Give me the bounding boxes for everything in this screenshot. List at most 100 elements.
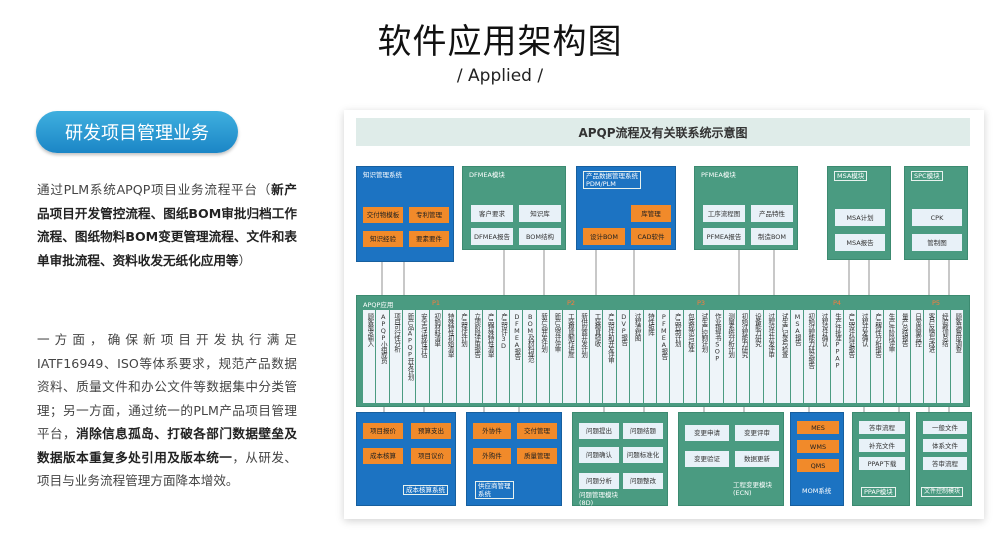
process-column: 工装模具验收 xyxy=(590,310,603,403)
module-chip: 变更申请 xyxy=(685,425,729,441)
module-chip: 答审流程 xyxy=(923,457,967,470)
process-column: 安全与法规性评估 xyxy=(416,310,429,403)
module-chip: 问题结题 xyxy=(623,423,663,439)
problem-8d-module: 问题提出 问题结题 问题确认 问题标准化 问题管理模块 (8D) 问题整改 问题… xyxy=(572,412,668,507)
module-title: 产品数据管理系统 PDM/PLM xyxy=(583,171,641,189)
msa-module: MSA模块 MSA计划 MSA报告 xyxy=(827,166,891,260)
process-column: 工装模具制作进度 xyxy=(563,310,576,403)
process-column-label: 过程开发确认 xyxy=(860,313,869,346)
process-column-label: 特殊特性初始清单 xyxy=(446,313,455,357)
process-column: 特殊特性初始清单 xyxy=(443,310,456,403)
process-column-label: 初始过程能力研究报告 xyxy=(806,313,815,368)
apqp-diagram: APQP流程及有关联系统示意图 知识管理系统 交付物模板 专利管理 知识经验 要… xyxy=(344,110,984,519)
page-title: 软件应用架构图 xyxy=(377,22,623,62)
process-column-label: 过程设计确认 xyxy=(820,313,829,346)
module-chip: 专利管理 xyxy=(409,207,449,223)
module-chip: 变更验证 xyxy=(685,451,729,467)
process-column: 新产品开发计划 xyxy=(536,310,550,403)
process-column: 产品设计和开发评审 xyxy=(603,310,616,403)
process-column-label: 特性矩阵 xyxy=(646,313,655,335)
process-column-label: 量产总结报告 xyxy=(900,313,909,346)
process-column-label: 初始材料清单 xyxy=(432,313,441,346)
phase-label: P4 xyxy=(833,299,842,307)
supplier-module: 外协件 交付管理 外购件 质量管理 供应商管理 系统 xyxy=(466,412,562,506)
module-chip: WMS xyxy=(797,440,839,453)
module-chip: 补充文件 xyxy=(859,439,905,452)
process-column: 量产总结报告 xyxy=(897,310,910,403)
process-column: DFMEA报告 xyxy=(509,310,523,403)
module-chip: 问题提出 xyxy=(579,423,619,439)
process-column-label: 日常质量监控 xyxy=(913,313,922,346)
module-chip: 要素要件 xyxy=(409,231,449,247)
process-column-label: 产品设计和开发评审 xyxy=(606,313,615,363)
module-chip: 项目报价 xyxy=(363,423,403,439)
process-column-label: 工装模具制作进度 xyxy=(566,313,575,357)
module-chip: 问题分析 xyxy=(579,473,619,489)
document-control-module: 一般文件 体系文件 答审流程 文件控制模块 xyxy=(916,412,972,506)
process-column-label: MSA报告 xyxy=(793,313,802,345)
process-column: 新产品APQP开发计划 xyxy=(403,310,416,403)
module-foot: MOM系统 xyxy=(802,487,832,495)
module-chip: 问题确认 xyxy=(579,447,619,463)
module-chip: BOM结构 xyxy=(519,228,561,245)
process-column: 产品设计3D xyxy=(496,310,509,403)
module-chip: 一般文件 xyxy=(923,421,967,434)
process-column-label: 工装模具验收 xyxy=(593,313,602,346)
process-column-label: 产品控制计划 xyxy=(673,313,682,346)
detail-paragraph: 一方面，确保新项目开发执行满足IATF16949、ISO等体系要求，规范产品数据… xyxy=(37,328,297,493)
diagram-title: APQP流程及有关联系统示意图 xyxy=(356,118,970,146)
process-column-label: 产品特性分析报告 xyxy=(873,313,882,357)
module-foot: 工程变更模块 (ECN) xyxy=(733,481,772,497)
module-chip: 问题标准化 xyxy=(623,447,663,463)
module-chip: 数据更新 xyxy=(735,451,779,467)
module-chip: CPK xyxy=(912,209,962,226)
module-chip: 答审流程 xyxy=(859,421,905,434)
process-column-label: 项目可行性分析 xyxy=(392,313,401,352)
module-chip: PFMEA报告 xyxy=(703,228,745,245)
module-chip: 外购件 xyxy=(473,448,511,464)
module-chip: QMS xyxy=(797,459,839,472)
process-column: 特性矩阵 xyxy=(643,310,656,403)
detail-tail: ，从研发、项目与业务流程管理方面降本增效。 xyxy=(37,449,298,489)
process-column-label: BOM及材料规范 xyxy=(526,313,535,362)
process-column-label: 过程流程图 xyxy=(633,313,642,341)
phase-label: P3 xyxy=(697,299,706,307)
process-column: 生产件批准PPAP xyxy=(830,310,843,403)
process-column-label: 试生产控制计划 xyxy=(699,313,708,352)
process-column-label: 产品保证计划 xyxy=(459,313,468,346)
module-chip: 变更评审 xyxy=(735,425,779,441)
process-column-label: PFMEA报告 xyxy=(659,313,668,359)
process-column: 包装规范与标准 xyxy=(683,310,696,403)
process-column-label: 包装规范与标准 xyxy=(686,313,695,352)
detail-lead: 一方面，确保新项目开发执行满足IATF16949、ISO等体系要求，规范产品数据… xyxy=(37,332,297,441)
connector-lines xyxy=(381,250,950,412)
module-foot: 问题管理模块 (8D) xyxy=(579,491,618,507)
process-column-label: 产品特殊特性清单 xyxy=(486,313,495,357)
module-chip: CAD软件 xyxy=(631,228,671,245)
process-column-label: APQP小组成员 xyxy=(379,313,388,363)
module-chip: 质量管理 xyxy=(517,448,557,464)
process-column-label: 经验教训总结 xyxy=(940,313,949,346)
process-column: DVP报告 xyxy=(616,310,630,403)
process-column: 客户反馈与改进 xyxy=(924,310,937,403)
process-column: 初始材料清单 xyxy=(429,310,443,403)
process-column: 经验教训总结 xyxy=(937,310,950,403)
process-column-label: 作业指导书SOP xyxy=(713,313,722,362)
spc-module: SPC模块 CPK 管制图 xyxy=(904,166,968,260)
process-column: 产品设计验证报告 xyxy=(843,310,857,403)
process-column: 产品控制计划 xyxy=(670,310,683,403)
process-column: 过程设计确认 xyxy=(817,310,830,403)
intro-lead: 通过PLM系统APQP项目业务流程平台（ xyxy=(37,182,272,197)
process-column: 测量系统分析计划 xyxy=(723,310,737,403)
process-column-label: 测量系统分析计划 xyxy=(726,313,735,357)
process-column: PFMEA报告 xyxy=(656,310,670,403)
module-chip: MES xyxy=(797,421,839,434)
ecn-module: 变更申请 变更评审 变更验证 数据更新 工程变更模块 (ECN) xyxy=(678,412,784,506)
process-column: 产品特殊特性清单 xyxy=(483,310,496,403)
process-column: MSA报告 xyxy=(790,310,803,403)
process-column: 初始过程能力研究 xyxy=(737,310,750,403)
detail-bold: 消除信息孤岛、打破各部门数据壁垒及数据版本重复多处引用及版本统一 xyxy=(37,426,298,465)
phase-label: P2 xyxy=(567,299,576,307)
process-column: 顾客满意度调查 xyxy=(950,310,964,403)
